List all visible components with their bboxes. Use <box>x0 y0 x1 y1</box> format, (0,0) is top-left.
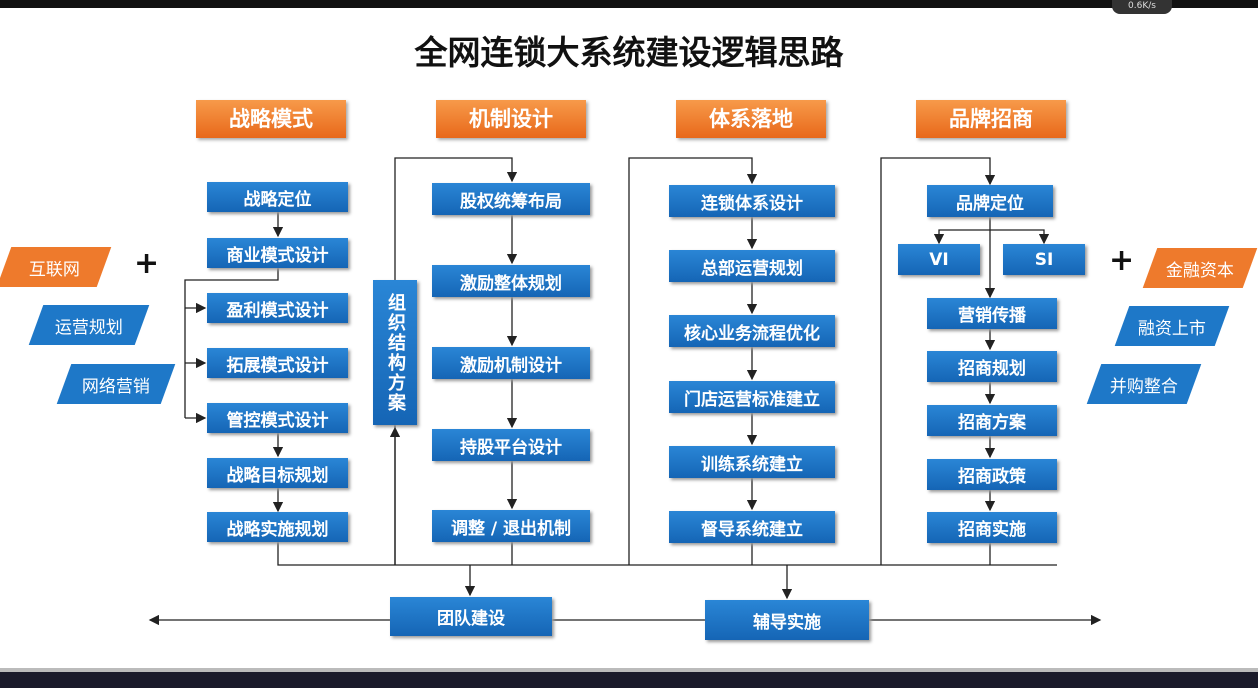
strategy-box: 战略定位 <box>207 182 348 212</box>
top-bar <box>0 0 1258 8</box>
system-box: 门店运营标准建立 <box>669 381 835 413</box>
brand-box: 营销传播 <box>927 298 1057 329</box>
right-tag-merger: 并购整合 <box>1086 364 1202 404</box>
mechanism-box: 激励整体规划 <box>432 265 590 297</box>
brand-box: 招商规划 <box>927 351 1057 382</box>
left-tag-internet: 互联网 <box>0 247 112 287</box>
system-box: 核心业务流程优化 <box>669 315 835 347</box>
plus-icon: + <box>134 246 160 281</box>
tag-label: 互联网 <box>28 259 80 280</box>
bottom-bar <box>0 668 1258 688</box>
header-brand: 品牌招商 <box>916 100 1066 138</box>
tag-label: 运营规划 <box>55 317 123 338</box>
header-system: 体系落地 <box>676 100 826 138</box>
mechanism-box: 激励机制设计 <box>432 347 590 379</box>
strategy-box: 管控模式设计 <box>207 403 348 433</box>
tag-label: 网络营销 <box>82 376 150 397</box>
mechanism-box: 持股平台设计 <box>432 429 590 461</box>
system-box: 连锁体系设计 <box>669 185 835 217</box>
right-tag-capital: 金融资本 <box>1142 248 1258 288</box>
left-tag-operations: 运营规划 <box>28 305 150 345</box>
strategy-box: 商业模式设计 <box>207 238 348 268</box>
tag-label: 金融资本 <box>1166 260 1234 281</box>
strategy-box: 拓展模式设计 <box>207 348 348 378</box>
header-strategy: 战略模式 <box>196 100 346 138</box>
coaching-box: 辅导实施 <box>705 600 869 640</box>
mechanism-box: 调整 / 退出机制 <box>432 510 590 542</box>
brand-box: 招商方案 <box>927 405 1057 436</box>
page-title: 全网连锁大系统建设逻辑思路 <box>414 33 844 72</box>
system-box: 训练系统建立 <box>669 446 835 478</box>
system-box: 督导系统建立 <box>669 511 835 543</box>
mechanism-box: 股权统筹布局 <box>432 183 590 215</box>
team-building-box: 团队建设 <box>390 597 552 636</box>
net-speed-badge: 0.6K/s <box>1112 0 1172 14</box>
vi-box: VI <box>898 244 980 275</box>
brand-box: 招商政策 <box>927 459 1057 490</box>
tag-label: 融资上市 <box>1138 318 1206 339</box>
strategy-box: 战略目标规划 <box>207 458 348 488</box>
left-tag-marketing: 网络营销 <box>56 364 176 404</box>
org-structure-box: 组织结构方案 <box>373 280 417 425</box>
strategy-box: 盈利模式设计 <box>207 293 348 323</box>
right-tag-ipo: 融资上市 <box>1114 306 1230 346</box>
brand-box: 招商实施 <box>927 512 1057 543</box>
header-mechanism: 机制设计 <box>436 100 586 138</box>
system-box: 总部运营规划 <box>669 250 835 282</box>
si-box: SI <box>1003 244 1085 275</box>
brand-positioning-box: 品牌定位 <box>927 185 1053 217</box>
plus-icon: + <box>1109 243 1135 278</box>
tag-label: 并购整合 <box>1110 376 1178 397</box>
strategy-box: 战略实施规划 <box>207 512 348 542</box>
